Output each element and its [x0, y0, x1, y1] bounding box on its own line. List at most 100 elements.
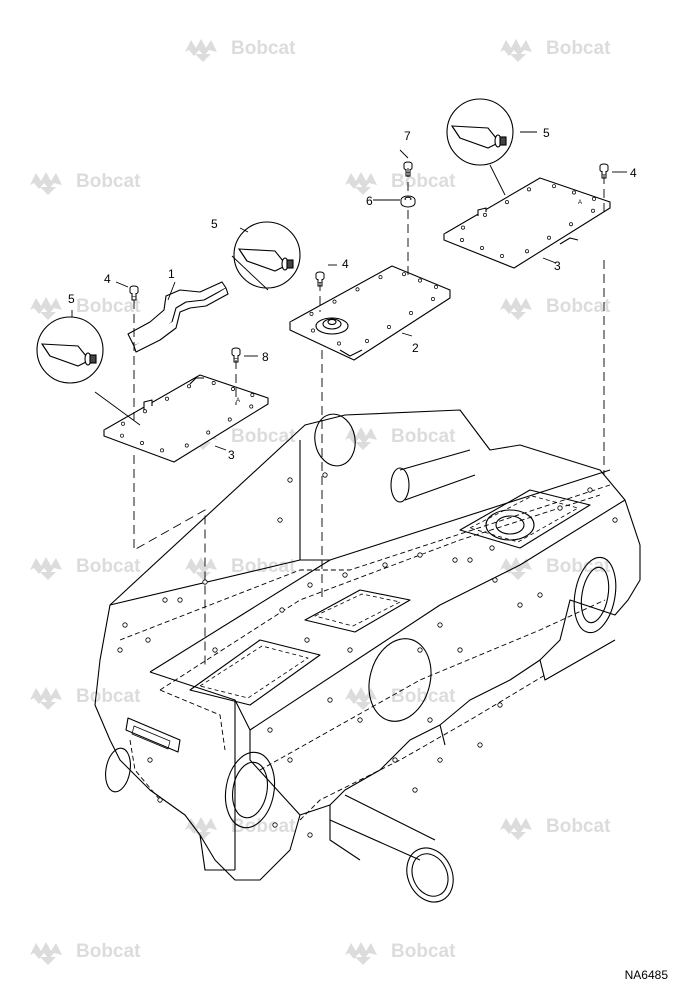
bolt-hole: [184, 443, 189, 448]
bolt-hole: [157, 797, 163, 803]
leader-line-3: [239, 227, 249, 233]
bolt-hole: [452, 557, 458, 563]
callout-5: 4: [342, 257, 349, 271]
bobcat-logo-icon: [500, 557, 532, 580]
watermark-13: Bobcat: [185, 816, 296, 840]
cover-plate-center: [289, 265, 451, 361]
bolt-hole: [206, 430, 211, 435]
bolt-hole: [311, 328, 315, 333]
bolt-hole: [143, 409, 147, 414]
leader-line-14: [542, 257, 557, 264]
bolt-hole: [212, 647, 218, 653]
bolt-hole: [477, 742, 483, 748]
bolt-hole: [387, 325, 391, 329]
watermark-text: Bobcat: [391, 941, 456, 962]
bolt-hole: [279, 607, 285, 613]
bolt-hole: [337, 341, 341, 346]
watermark-5: Bobcat: [500, 296, 611, 320]
leader-line-6: [167, 281, 176, 301]
watermark-9: Bobcat: [500, 556, 611, 580]
bolt-hole: [552, 184, 556, 189]
bolt-hole: [327, 697, 333, 703]
bolt-hole: [160, 448, 164, 453]
cover-plate-right: A: [443, 177, 611, 269]
bobcat-logo-icon: [500, 297, 532, 320]
watermark-12: Bobcat: [345, 686, 456, 710]
watermark-text: Bobcat: [231, 556, 296, 577]
bolt-hole: [409, 311, 413, 315]
watermark-3: Bobcat: [345, 171, 456, 195]
watermark-text: Bobcat: [546, 816, 611, 837]
bolt-hole: [437, 622, 443, 628]
watermark-text: Bobcat: [391, 171, 456, 192]
bolt-hole: [307, 832, 313, 838]
bolt-hole: [569, 222, 573, 227]
screw-3: [599, 163, 609, 179]
bolt-hole: [122, 622, 128, 628]
bobcat-logo-icon: [30, 687, 62, 710]
bolt-hole: [147, 757, 153, 763]
bolt-hole: [437, 757, 443, 763]
bolt-hole: [227, 417, 232, 422]
bolt-hole: [304, 637, 310, 643]
bolt-hole: [461, 225, 465, 230]
bolt-hole: [457, 647, 463, 653]
bolt-hole: [587, 487, 593, 493]
bolt-hole: [309, 311, 314, 316]
bolt-hole: [547, 235, 551, 240]
bobcat-logo-icon: [345, 172, 377, 195]
callout-2: 3: [228, 448, 235, 462]
bolt-hole: [357, 717, 363, 723]
svg-text:A: A: [578, 200, 582, 206]
bolt-hole: [347, 647, 353, 653]
leader-line-11: [399, 149, 409, 159]
watermark-4: Bobcat: [30, 296, 141, 320]
bolt-hole: [250, 393, 255, 397]
washer: [400, 195, 416, 208]
undercarriage-frame: [94, 409, 641, 903]
watermark-text: Bobcat: [546, 296, 611, 317]
bolt-hole: [527, 187, 531, 192]
bolt-hole: [355, 287, 360, 292]
bolt-hole: [272, 822, 278, 828]
bolt-hole: [365, 339, 369, 343]
bolt-hole: [267, 727, 273, 733]
watermark-text: Bobcat: [231, 816, 296, 837]
bolt-hole: [378, 275, 383, 280]
bobcat-logo-icon: [185, 39, 217, 62]
grease-callouts: [36, 98, 514, 384]
bolt-hole: [277, 517, 283, 523]
bolt-hole: [342, 572, 348, 578]
bolt-hole: [417, 552, 423, 558]
bolt-hole: [417, 647, 423, 653]
bolt-hole: [187, 384, 191, 389]
callout-7: 5: [68, 292, 75, 306]
bolt-hole: [500, 254, 504, 258]
watermark-text: Bobcat: [231, 426, 296, 447]
watermark-text: Bobcat: [76, 171, 141, 192]
callout-11: 7: [404, 129, 411, 143]
bolt-hole: [525, 249, 529, 254]
bobcat-logo-icon: [30, 172, 62, 195]
leader-line-9: [401, 332, 413, 337]
grease-tube-icon-1: [233, 221, 301, 289]
callout-10: 6: [366, 194, 373, 208]
bolt-hole: [592, 196, 596, 201]
bobcat-logo-icon: [30, 557, 62, 580]
watermark-15: Bobcat: [30, 941, 141, 965]
bolt-hole: [145, 637, 151, 643]
watermark-0: Bobcat: [185, 38, 296, 62]
leader-line-0: [94, 391, 141, 426]
bolt-hole: [140, 441, 144, 445]
callout-3: 3: [554, 259, 561, 273]
cover-plate-left: A: [103, 374, 269, 463]
bolt-hole: [467, 557, 473, 563]
bolt-hole: [480, 246, 484, 250]
bolt-hole: [557, 505, 563, 511]
watermark-text: Bobcat: [76, 686, 141, 707]
bolt-hole: [249, 404, 254, 409]
watermark-text: Bobcat: [76, 556, 141, 577]
bolt-hole: [505, 200, 509, 205]
callout-4: 4: [104, 272, 111, 286]
